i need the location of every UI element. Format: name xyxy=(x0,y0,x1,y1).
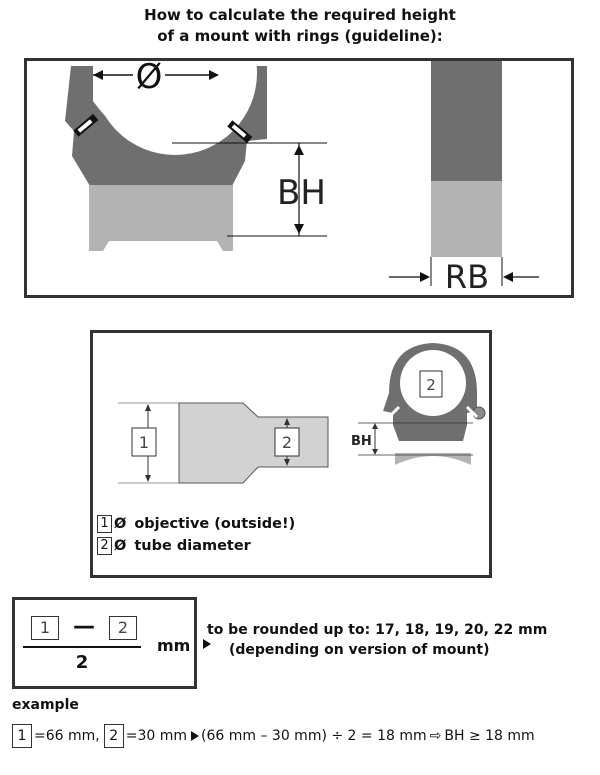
example-arrow-icon xyxy=(191,731,200,741)
legend-symbol-2: Ø xyxy=(114,538,127,554)
left-clamp-screw xyxy=(73,113,99,137)
fraction-line xyxy=(23,646,141,648)
top-diagram-panel: Ø BH RB xyxy=(24,58,574,298)
rounding-note-line-2: (depending on version of mount) xyxy=(229,642,490,658)
ring-opening xyxy=(93,61,257,155)
diagram-legend: 1 Ø objective (outside!) 2 Ø tube diamet… xyxy=(97,513,295,557)
title-line-1: How to calculate the required height xyxy=(144,6,456,24)
diagram-box-2: 2 xyxy=(282,433,292,452)
legend-row-objective: 1 Ø objective (outside!) xyxy=(97,513,295,535)
formula-arrow xyxy=(203,639,211,649)
legend-box-2: 2 xyxy=(97,537,112,555)
ring-box-2: 2 xyxy=(426,376,436,394)
top-diagram-svg: Ø BH RB xyxy=(65,61,539,295)
example-line: 1 =66 mm, 2 =30 mm (66 mm – 30 mm) ÷ 2 =… xyxy=(12,724,535,748)
rounding-note: to be rounded up to: 17, 18, 19, 20, 22 … xyxy=(207,620,547,660)
example-value-2: =30 mm xyxy=(125,728,188,744)
formula-box-1: 1 xyxy=(31,616,59,640)
formula-denominator: 2 xyxy=(75,652,89,673)
formula-box-2: 2 xyxy=(109,616,137,640)
small-mount-base xyxy=(395,453,471,465)
side-view-ring xyxy=(431,61,502,181)
example-heading: example xyxy=(12,697,79,713)
middle-diagram-panel: 1 2 2 BH 1 Ø objective (outside!) 2 Ø tu… xyxy=(90,330,492,578)
right-clamp-screw xyxy=(227,120,253,144)
rb-label: RB xyxy=(445,258,489,295)
page-title: How to calculate the required height of … xyxy=(0,5,600,47)
mount-base xyxy=(89,185,233,251)
side-view-base xyxy=(431,181,502,257)
mount-ring-body xyxy=(65,66,267,186)
scope-tube-outline xyxy=(178,402,329,484)
legend-box-1: 1 xyxy=(97,515,112,533)
bh-label: BH xyxy=(277,173,326,213)
example-box-2: 2 xyxy=(103,724,124,748)
middle-diagram-svg: 1 2 2 BH xyxy=(118,343,486,484)
small-bh-label: BH xyxy=(351,434,372,449)
diagram-box-1: 1 xyxy=(139,433,149,452)
legend-text-tube: tube diameter xyxy=(134,538,251,554)
title-line-2: of a mount with rings (guideline): xyxy=(157,27,443,45)
diameter-symbol: Ø xyxy=(136,61,163,97)
example-value-1: =66 mm, xyxy=(34,728,100,744)
example-result: BH ≥ 18 mm xyxy=(444,728,535,744)
formula-box: 1 — 2 2 mm xyxy=(12,597,197,689)
rounding-note-line-1: to be rounded up to: 17, 18, 19, 20, 22 … xyxy=(207,622,548,638)
legend-row-tube: 2 Ø tube diameter xyxy=(97,535,295,557)
example-box-1: 1 xyxy=(12,724,32,748)
formula-unit: mm xyxy=(157,636,191,655)
legend-text-objective: objective (outside!) xyxy=(134,516,296,532)
legend-symbol-1: Ø xyxy=(114,516,127,532)
example-calculation: (66 mm – 30 mm) ÷ 2 = 18 mm xyxy=(201,728,427,744)
implies-arrow-icon: ⇨ xyxy=(429,728,442,744)
formula-minus: — xyxy=(73,614,95,639)
